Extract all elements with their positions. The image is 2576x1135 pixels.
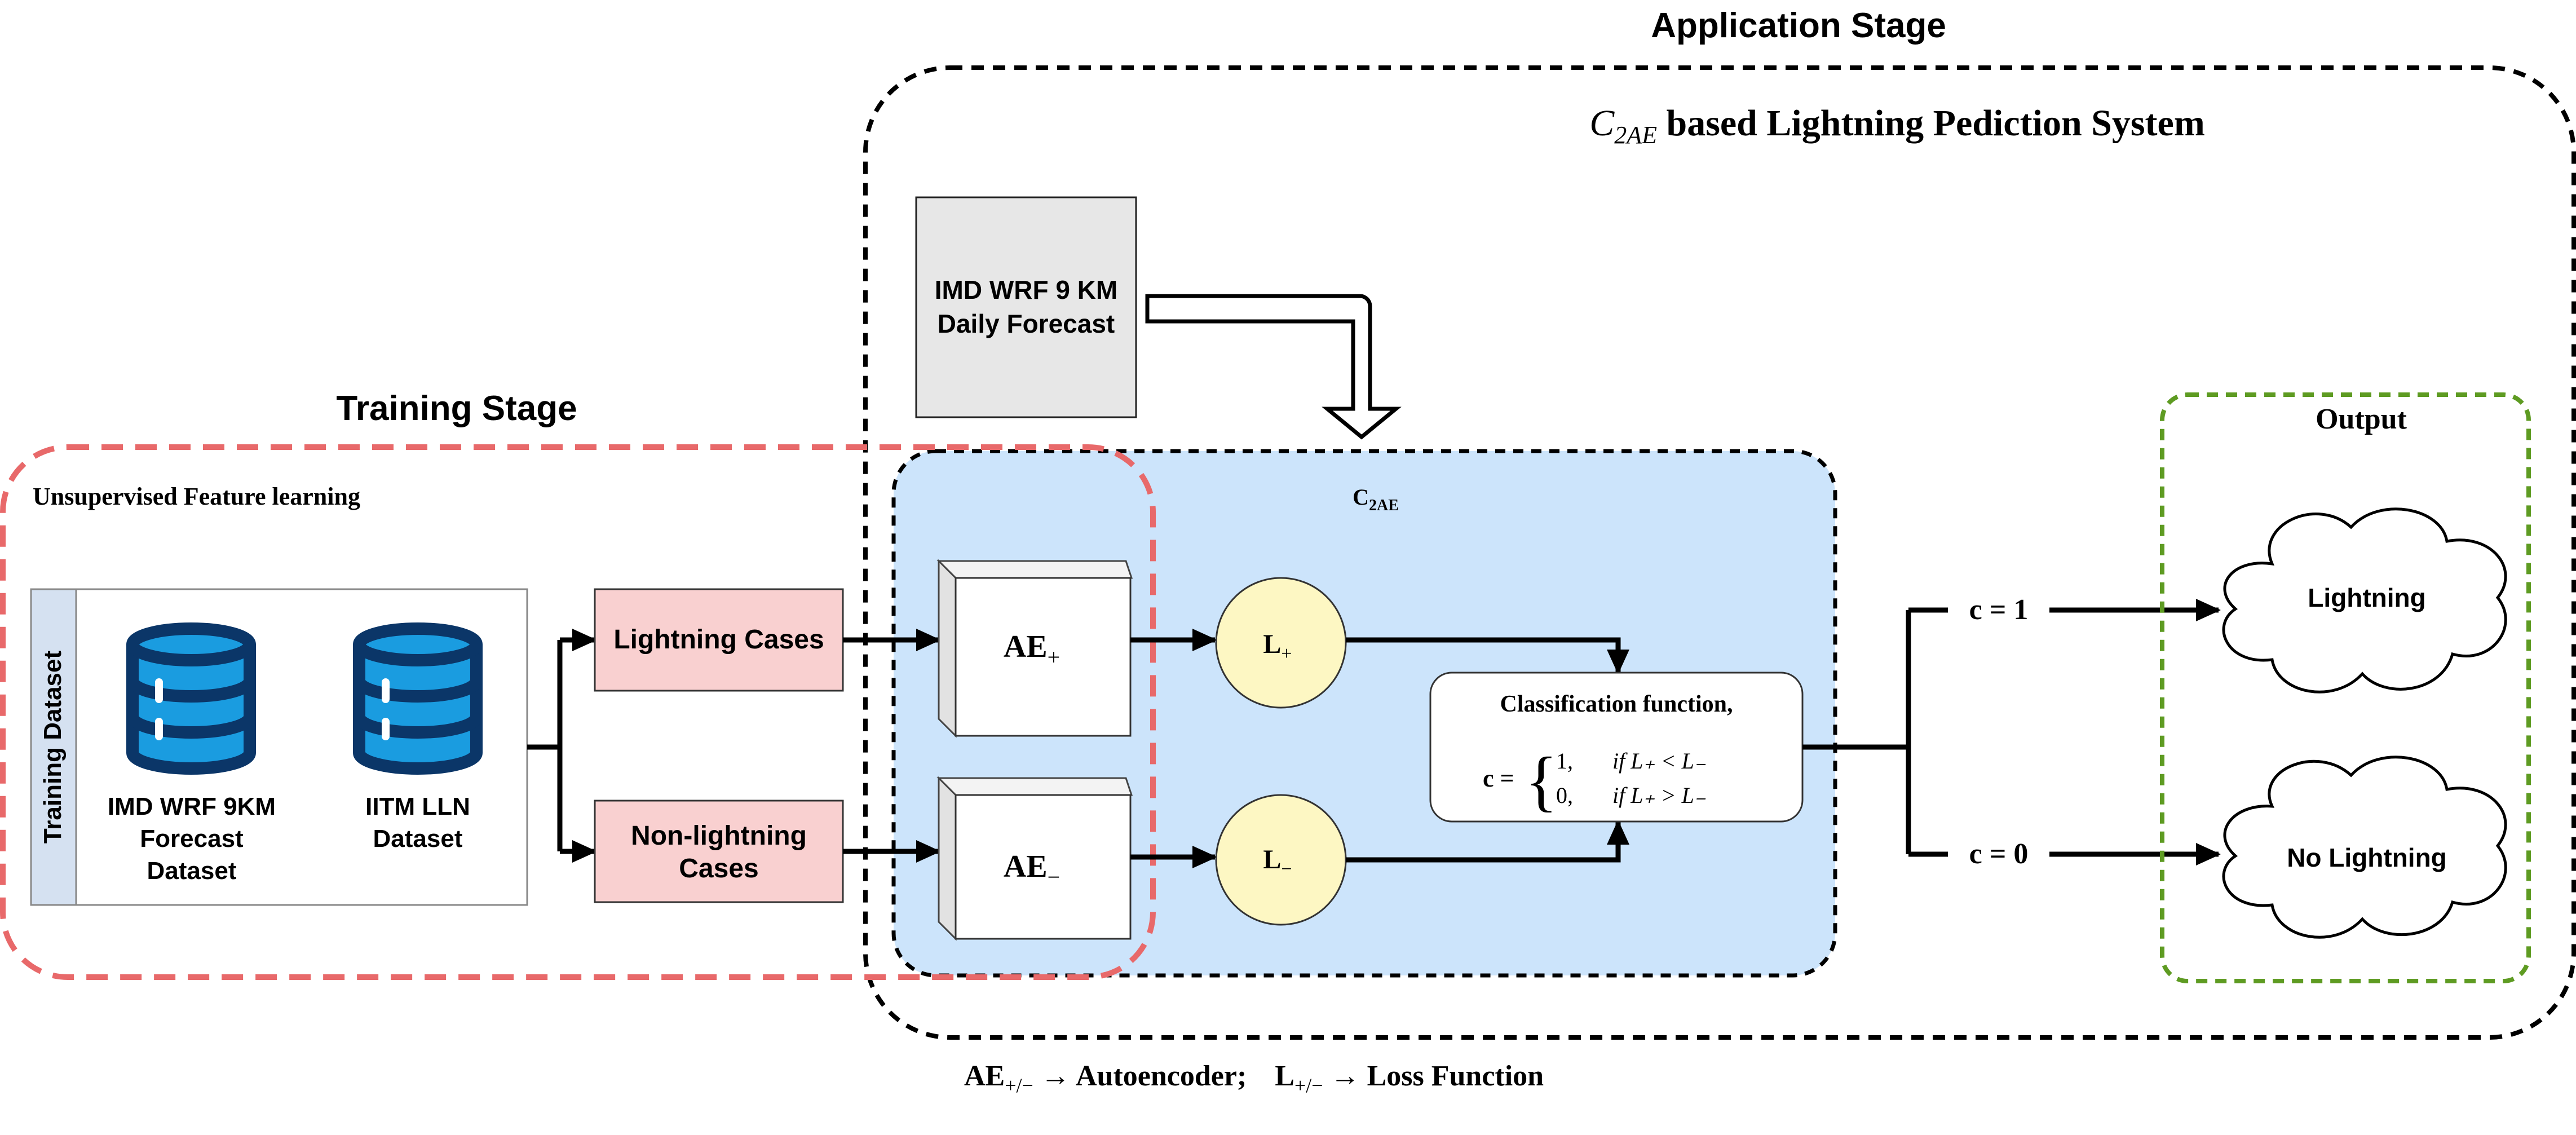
c0-label-bg bbox=[1948, 837, 2049, 871]
ae-minus-label: AE− bbox=[1004, 849, 1060, 890]
system-title-symbol: C bbox=[1589, 103, 1615, 144]
non-lightning-cases-line2: Cases bbox=[679, 854, 758, 884]
classification-case2-value: 0, bbox=[1556, 783, 1573, 808]
no-lightning-output-label: No Lightning bbox=[2287, 843, 2447, 872]
dataset-1-line2: Forecast bbox=[140, 825, 244, 853]
c2ae-label-main: C bbox=[1353, 484, 1369, 510]
forecast-input-box bbox=[915, 196, 1137, 418]
dataset-2-line1: IITM LLN bbox=[365, 793, 470, 820]
system-title: C2AE based Lightning Pediction System bbox=[1589, 103, 2205, 149]
loss-plus-circle bbox=[1215, 577, 1347, 709]
dataset-1-line1: IMD WRF 9KM bbox=[108, 793, 276, 820]
non-lightning-cases-box bbox=[594, 800, 844, 903]
training-dataset-label-bar bbox=[30, 588, 77, 906]
lightning-cases-box bbox=[594, 588, 844, 692]
lightning-cloud bbox=[2222, 507, 2507, 694]
loss-minus-sub: − bbox=[1281, 859, 1292, 880]
loss-minus-to-classifier-arrow bbox=[1346, 820, 1629, 863]
system-title-subscript: 2AE bbox=[1614, 121, 1657, 149]
ae-plus-main: AE bbox=[1004, 629, 1048, 664]
application-stage-title: Application Stage bbox=[1651, 6, 1946, 45]
loss-plus-main: L bbox=[1263, 629, 1281, 659]
c0-label: c = 0 bbox=[1969, 838, 2029, 870]
training-stage-title: Training Stage bbox=[336, 389, 577, 428]
c2ae-label-sub: 2AE bbox=[1369, 497, 1399, 514]
legend: AE+/− → Autoencoder;L+/− → Loss Function bbox=[964, 1060, 1544, 1097]
lightning-cases-label: Lightning Cases bbox=[613, 625, 824, 655]
output-boundary bbox=[2160, 392, 2531, 983]
c2ae-label: C2AE bbox=[1353, 484, 1399, 514]
lightning-output-label: Lightning bbox=[2308, 583, 2425, 612]
loss-plus-label: L+ bbox=[1263, 629, 1292, 664]
legend-ae-sub: +/− bbox=[1005, 1074, 1033, 1097]
dataset-connector bbox=[527, 640, 563, 851]
classification-case1-value: 1, bbox=[1556, 748, 1573, 774]
ae-plus-sub: + bbox=[1048, 644, 1061, 670]
classification-title: Classification function, bbox=[1500, 691, 1733, 717]
database-icon bbox=[132, 629, 250, 769]
c1-label-bg bbox=[1948, 593, 2049, 627]
legend-ae-desc: → Autoencoder; bbox=[1033, 1060, 1247, 1092]
classifier-output-connector bbox=[1802, 610, 1911, 854]
c1-label: c = 1 bbox=[1969, 594, 2029, 626]
legend-ae: AE bbox=[964, 1060, 1005, 1092]
ae-minus-main: AE bbox=[1004, 849, 1048, 884]
classification-lhs: c = bbox=[1483, 765, 1514, 792]
non-lightning-cases-line1: Non-lightning bbox=[631, 821, 807, 851]
application-stage-boundary bbox=[863, 65, 2576, 1040]
loss-plus-sub: + bbox=[1281, 643, 1292, 664]
forecast-input-line2: Daily Forecast bbox=[938, 309, 1115, 338]
dataset-2-line2: Dataset bbox=[373, 825, 463, 853]
legend-l-sub: +/− bbox=[1294, 1074, 1323, 1097]
loss-plus-to-classifier-arrow bbox=[1346, 637, 1629, 674]
legend-l-desc: → Loss Function bbox=[1323, 1060, 1544, 1092]
training-stage-subtitle: Unsupervised Feature learning bbox=[33, 483, 360, 510]
no-lightning-cloud bbox=[2222, 756, 2507, 939]
system-title-rest: based Lightning Pediction System bbox=[1657, 103, 2205, 144]
loss-minus-main: L bbox=[1263, 845, 1281, 875]
dataset-1-line3: Dataset bbox=[147, 857, 237, 885]
training-stage-boundary bbox=[0, 444, 1156, 980]
ae-minus-cube bbox=[936, 776, 1133, 941]
classification-brace: { bbox=[1525, 743, 1558, 818]
classification-case1-cond: if L₊ < L₋ bbox=[1612, 748, 1706, 774]
ae-plus-cube bbox=[936, 559, 1133, 738]
ae-minus-sub: − bbox=[1048, 864, 1061, 890]
output-title: Output bbox=[2316, 403, 2407, 435]
forecast-hollow-arrow bbox=[1145, 294, 1402, 440]
forecast-input-line1: IMD WRF 9 KM bbox=[935, 275, 1118, 304]
database-icon bbox=[359, 629, 476, 769]
legend-l: L bbox=[1275, 1060, 1294, 1092]
classification-case2-cond: if L₊ > L₋ bbox=[1612, 783, 1706, 808]
ae-plus-label: AE+ bbox=[1004, 629, 1060, 670]
training-dataset-label: Training Dataset bbox=[39, 650, 67, 843]
loss-minus-label: L− bbox=[1263, 845, 1292, 880]
